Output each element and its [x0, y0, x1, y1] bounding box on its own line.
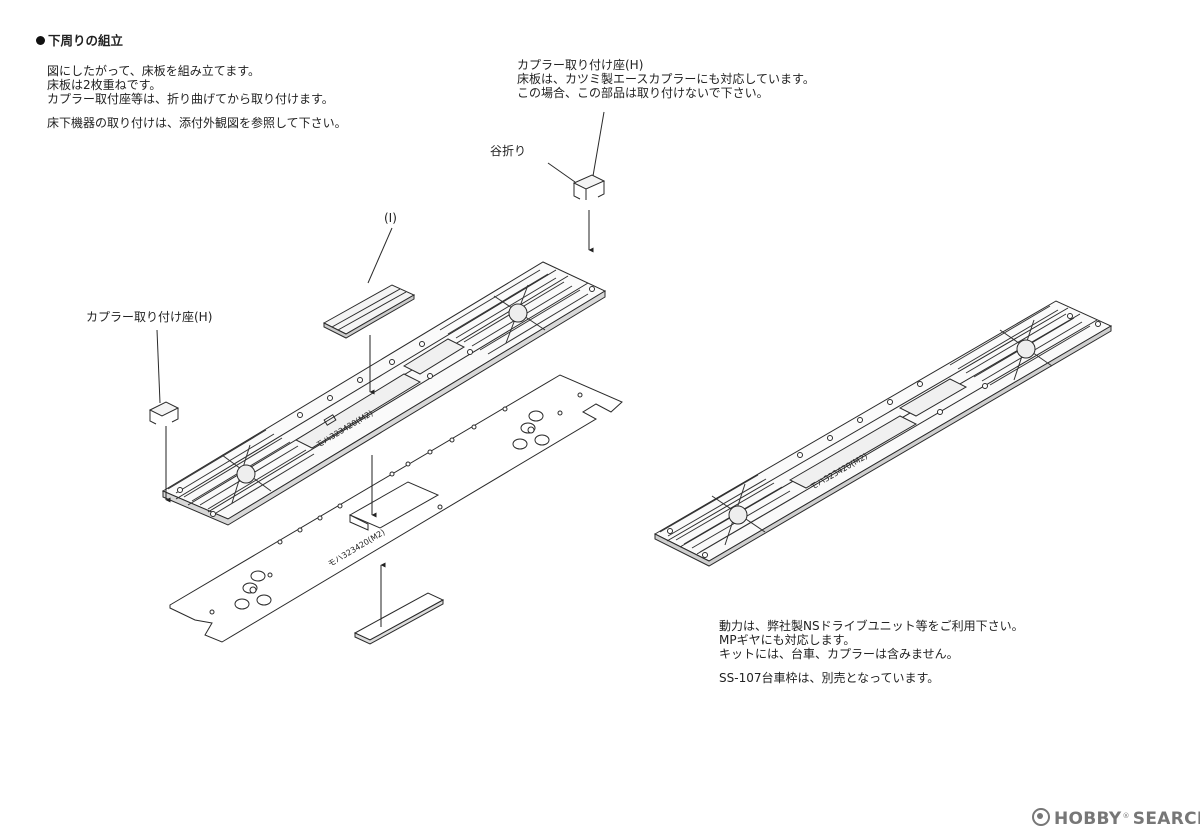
intro-line: 床下機器の取り付けは、添付外観図を参照して下さい。	[47, 116, 347, 130]
notes-line: キットには、台車、カプラーは含みません。	[719, 647, 959, 661]
notes-line: MPギヤにも対応します。	[719, 633, 856, 647]
bottom-spacer-piece	[353, 592, 445, 645]
notes-line: 動力は、弊社製NSドライブユニット等をご利用下さい。	[719, 619, 1024, 633]
bullet-icon	[36, 36, 45, 45]
part-i-leader	[367, 227, 393, 284]
notes-line: SS-107台車枠は、別売となっています。	[719, 671, 940, 685]
coupler-note-leader	[592, 111, 605, 177]
coupler-note-line: 床板は、カツミ製エースカプラーにも対応しています。	[517, 72, 815, 86]
coupler-note-line: カプラー取り付け座(H)	[517, 58, 644, 72]
hobby-search-watermark: HOBBY®SEARCH	[1032, 808, 1200, 829]
coupler-seat-upper	[572, 174, 606, 200]
part-i-strip	[322, 284, 416, 339]
hobby-search-logo-icon	[1032, 808, 1050, 826]
intro-line: カプラー取付座等は、折り曲げてから取り付けます。	[47, 92, 334, 106]
coupler-seat-left-leader	[156, 329, 161, 404]
valley-fold-label: 谷折り	[490, 143, 526, 158]
upper-floor-plate	[161, 261, 607, 526]
intro-line: 図にしたがって、床板を組み立てます。	[47, 64, 261, 78]
coupler-note: カプラー取り付け座(H) 床板は、カツミ製エースカプラーにも対応しています。 こ…	[517, 58, 815, 100]
valley-fold-leader	[547, 162, 576, 183]
assembled-floor-plate	[653, 300, 1113, 567]
lower-floor-plate	[169, 374, 623, 643]
section-heading: 下周りの組立	[36, 34, 123, 48]
coupler-seat-left-label: カプラー取り付け座(H)	[86, 309, 212, 324]
coupler-seat-left	[148, 401, 180, 425]
coupler-note-line: この場合、この部品は取り付けないで下さい。	[517, 86, 769, 100]
intro-line: 床板は2枚重ねです。	[47, 78, 162, 92]
power-notes: 動力は、弊社製NSドライブユニット等をご利用下さい。 MPギヤにも対応します。 …	[719, 619, 1024, 685]
part-i-label: (I)	[384, 211, 397, 225]
intro-instructions: 図にしたがって、床板を組み立てます。 床板は2枚重ねです。 カプラー取付座等は、…	[47, 64, 347, 130]
